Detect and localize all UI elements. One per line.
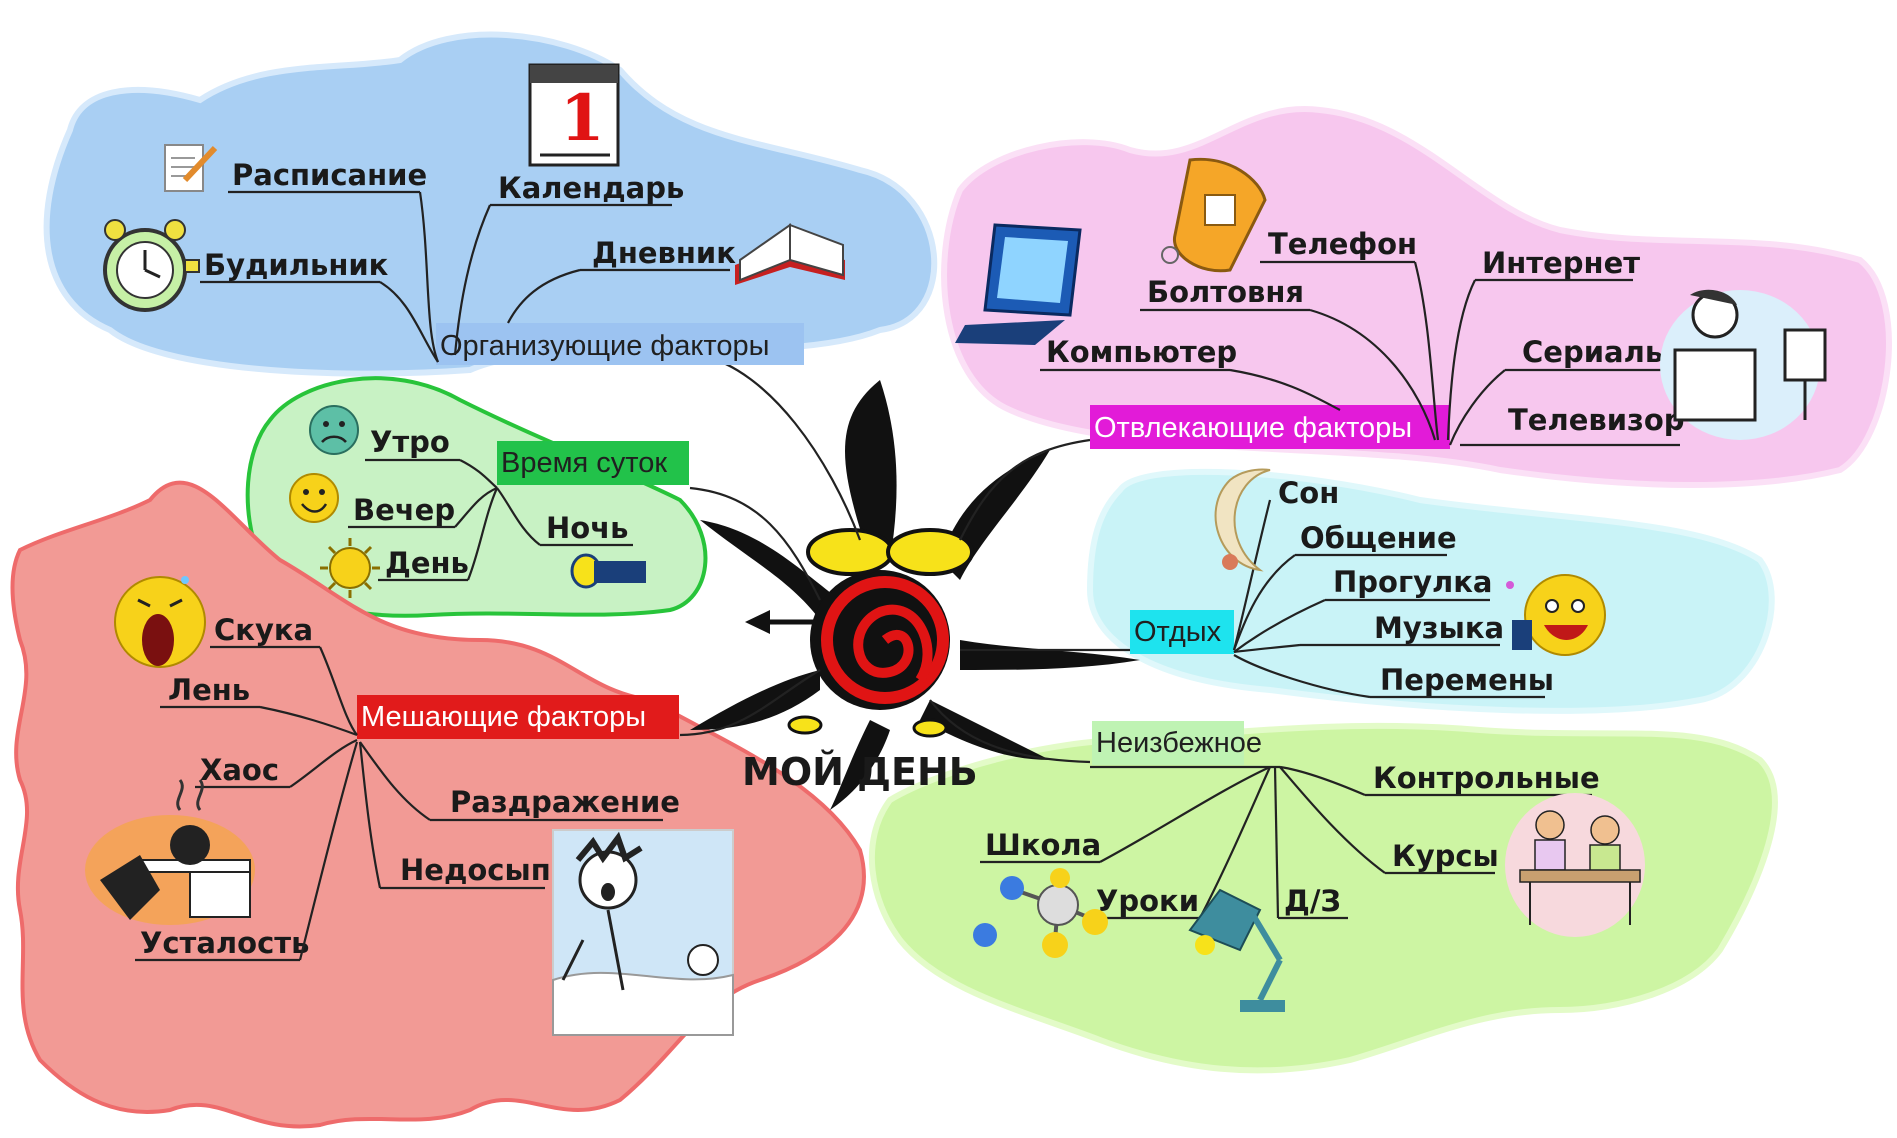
leaf-irritation: Раздражение <box>450 785 680 819</box>
smiley-face-icon <box>289 473 339 523</box>
tired-person-icon <box>85 779 255 925</box>
leaf-homework: Д/З <box>1284 884 1341 918</box>
hindering-category-label: Мешающие факторы <box>361 701 646 733</box>
leaf-walk: Прогулка <box>1333 565 1493 599</box>
molecule-icon <box>973 868 1108 958</box>
leaf-fatigue: Усталость <box>140 926 309 960</box>
branch-organizing <box>699 353 862 541</box>
leaf-laziness: Лень <box>168 673 250 707</box>
leaf-day: День <box>385 546 469 580</box>
leaf-tests: Контрольные <box>1373 761 1600 795</box>
leaf-schedule: Расписание <box>232 158 427 192</box>
diary-icon <box>735 223 845 285</box>
time-category-label: Время суток <box>501 447 667 479</box>
yawning-face-icon <box>114 576 206 668</box>
svg-text:1: 1 <box>560 81 605 156</box>
leaf-sleep: Сон <box>1278 476 1339 510</box>
music-smiley-icon <box>1506 574 1606 656</box>
waking-boy-icon <box>552 829 734 1036</box>
alarm-clock-icon <box>103 219 200 312</box>
time-label-bg <box>497 441 689 485</box>
inevitable-category-label: Неизбежное <box>1096 727 1262 759</box>
flashlight-icon <box>570 553 646 589</box>
telephone-icon <box>1161 157 1267 273</box>
center-title: МОЙ ДЕНЬ <box>742 750 978 794</box>
leaf-courses: Курсы <box>1392 839 1499 873</box>
leaf-communication: Общение <box>1300 521 1457 555</box>
inevitable-label-bg <box>1092 721 1244 765</box>
branch-time <box>689 486 821 601</box>
leaf-lessons: Уроки <box>1096 884 1199 918</box>
branch-hindering <box>679 669 821 737</box>
desk-lamp-icon <box>1188 888 1285 1012</box>
leaf-chatter: Болтовня <box>1147 275 1304 309</box>
leaf-lack-of-sleep: Недосып <box>400 853 551 887</box>
leaf-evening: Вечер <box>353 493 455 527</box>
calendar-icon: 1 <box>528 63 620 167</box>
leaf-computer: Компьютер <box>1046 335 1237 369</box>
leaf-calendar: Календарь <box>498 171 684 205</box>
leaf-school: Школа <box>985 828 1101 862</box>
rest-blob <box>1086 468 1775 714</box>
leaf-alarm: Будильник <box>204 248 389 282</box>
leaf-night: Ночь <box>546 511 628 545</box>
sun-icon <box>320 538 380 598</box>
organizing-category-label: Организующие факторы <box>440 330 770 362</box>
tv-viewer-icon <box>1660 289 1827 440</box>
sad-face-icon <box>309 405 359 455</box>
branch-distracting <box>959 438 1091 541</box>
students-icon <box>1505 793 1645 937</box>
leaf-phone: Телефон <box>1268 227 1417 261</box>
moon-icon <box>1214 468 1271 572</box>
rest-category-label: Отдых <box>1134 616 1222 648</box>
distracting-category-label: Отвлекающие факторы <box>1094 412 1412 444</box>
leaf-boredom: Скука <box>214 613 313 647</box>
leaf-series: Сериалы <box>1522 335 1671 369</box>
branch-inevitable <box>929 699 1091 764</box>
leaf-diary: Дневник <box>592 236 736 270</box>
leaf-morning: Утро <box>370 425 450 459</box>
leaf-music: Музыка <box>1374 611 1504 645</box>
laptop-icon <box>955 223 1082 345</box>
distracting-label-bg <box>1090 405 1450 449</box>
center-sun <box>690 380 1140 810</box>
organizing-label-bg <box>436 323 804 365</box>
memo-icon <box>164 144 218 192</box>
leaf-chaos: Хаос <box>200 753 279 787</box>
leaf-breaks: Перемены <box>1380 663 1554 697</box>
leaf-tv: Телевизор <box>1508 403 1685 437</box>
leaf-internet: Интернет <box>1482 246 1640 280</box>
hindering-label-bg <box>357 695 679 739</box>
rest-label-bg <box>1130 610 1234 654</box>
